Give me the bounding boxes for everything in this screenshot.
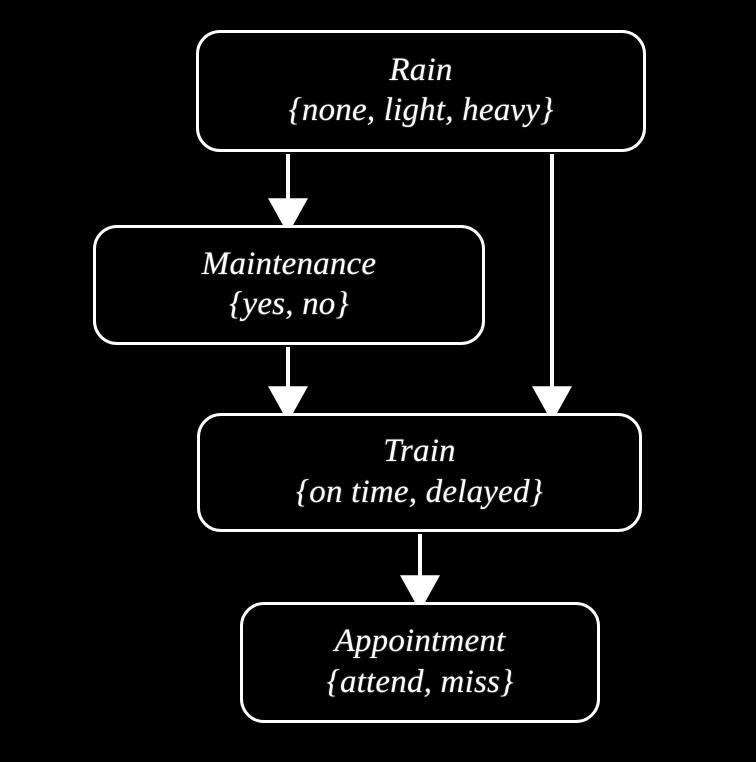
node-train[interactable]: Train {on time, delayed} xyxy=(197,413,642,532)
node-appointment-domain: {attend, miss} xyxy=(326,663,514,700)
node-rain[interactable]: Rain {none, light, heavy} xyxy=(196,30,646,152)
node-rain-domain: {none, light, heavy} xyxy=(288,92,554,129)
node-appointment[interactable]: Appointment {attend, miss} xyxy=(240,602,600,723)
node-train-label: Train xyxy=(383,433,456,470)
node-train-domain: {on time, delayed} xyxy=(295,473,544,510)
node-rain-label: Rain xyxy=(389,51,453,88)
node-maintenance-label: Maintenance xyxy=(201,245,377,282)
node-maintenance[interactable]: Maintenance {yes, no} xyxy=(93,225,485,345)
node-appointment-label: Appointment xyxy=(334,623,506,660)
node-maintenance-domain: {yes, no} xyxy=(229,286,349,323)
